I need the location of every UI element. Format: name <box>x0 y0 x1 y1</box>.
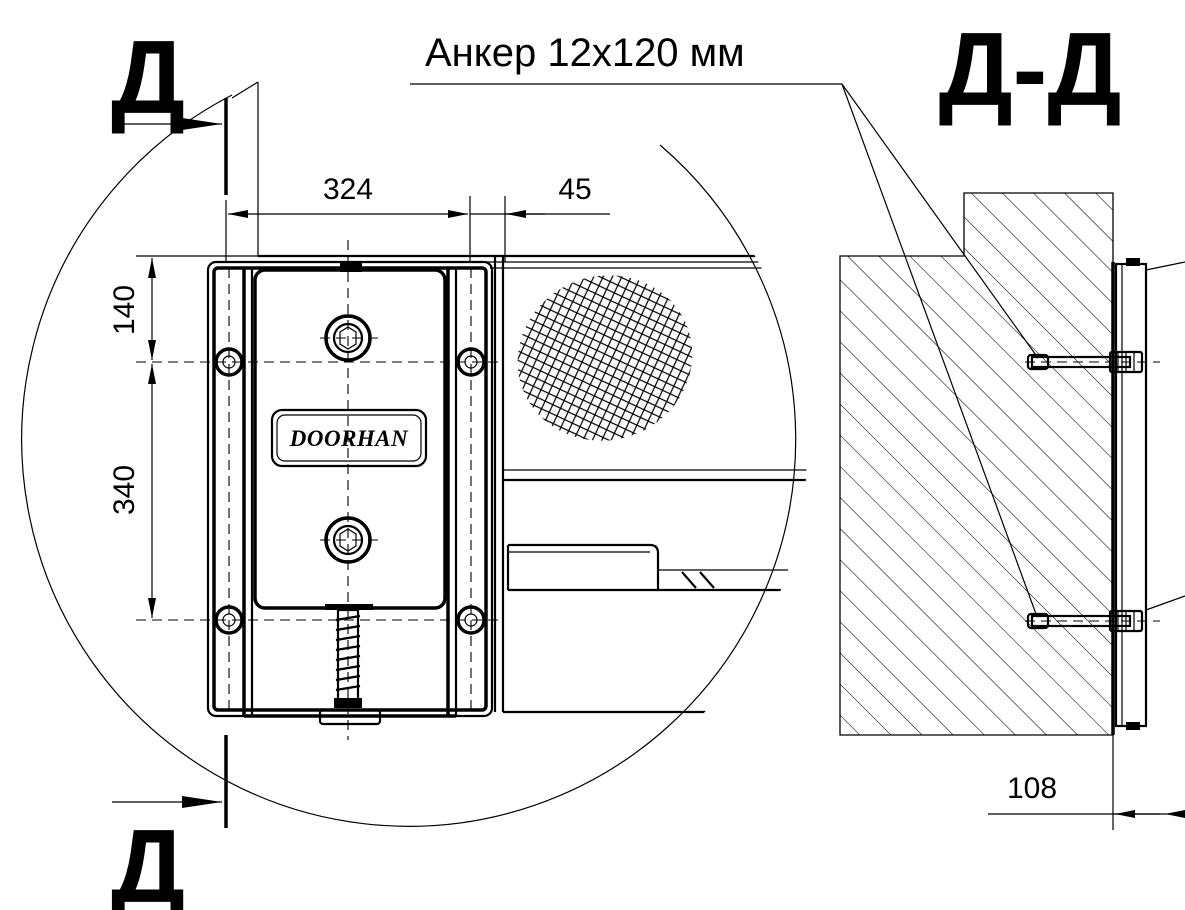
anchor-bolt-upper <box>1025 350 1160 374</box>
anchor-bolt-lower <box>1025 609 1160 633</box>
section-cut-lines <box>224 81 259 828</box>
section-marker-top-letter: Д <box>111 20 185 136</box>
dimension-140: 140 <box>108 258 156 360</box>
dimension-140-label: 140 <box>108 285 141 335</box>
center-lines <box>136 240 500 740</box>
doorhan-logo: DOORHAN <box>270 408 428 468</box>
detail-circle <box>21 94 797 827</box>
logo-text: DOORHAN <box>289 426 409 451</box>
section-marker-bottom: Д <box>111 796 222 910</box>
mesh-grille <box>517 275 693 441</box>
dimension-340-label: 340 <box>108 465 141 515</box>
dimension-108: 108 <box>988 735 1185 830</box>
wall-bracket <box>1111 258 1185 735</box>
anchor-label: Анкер 12х120 мм <box>425 31 745 75</box>
section-view: 108 <box>839 192 1185 830</box>
dimension-340: 340 <box>108 364 156 618</box>
section-title: Д-Д <box>939 12 1122 128</box>
dimension-108-label: 108 <box>1007 772 1057 805</box>
section-marker-top: Д <box>111 20 222 136</box>
dimension-45-label: 45 <box>558 173 591 206</box>
wall-section <box>839 192 1114 736</box>
dimension-45: 45 <box>470 173 610 218</box>
hex-bolt-lower <box>324 516 372 564</box>
detail-view: DOORHAN <box>21 81 807 828</box>
dimension-324: 324 <box>228 173 468 218</box>
rail-structure <box>258 254 807 714</box>
dimension-324-label: 324 <box>323 173 373 206</box>
extension-lines <box>136 196 506 262</box>
mounting-bracket <box>206 260 494 726</box>
section-marker-bottom-letter: Д <box>111 809 185 910</box>
